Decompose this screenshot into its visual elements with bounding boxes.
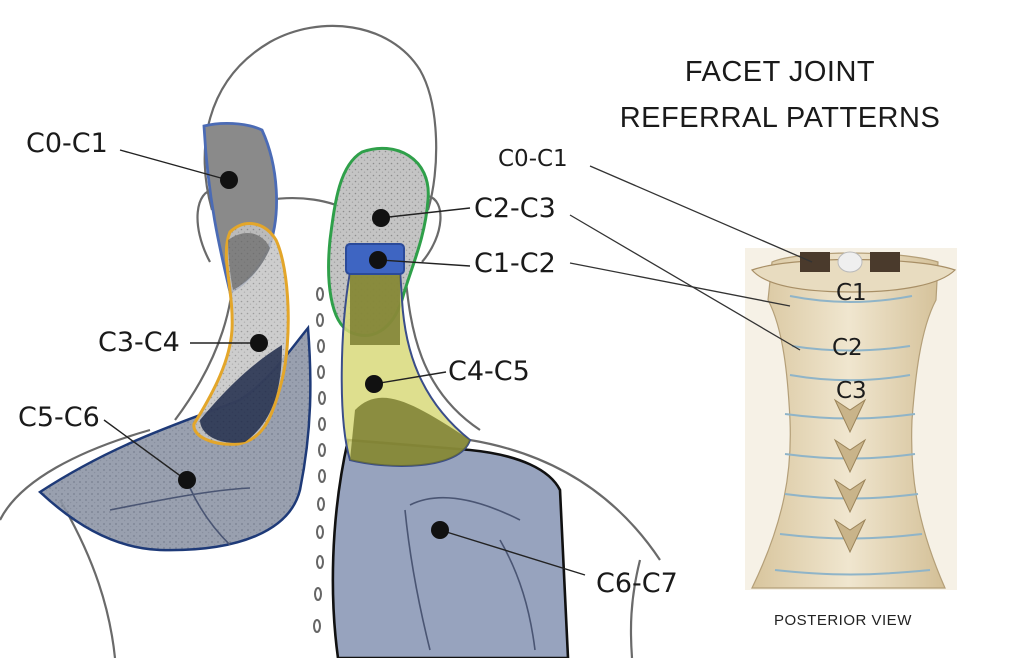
dot-c2-c3 [372,209,390,227]
spinous-processes [833,398,867,554]
dot-c6-c7 [431,521,449,539]
posterior-view-caption: POSTERIOR VIEW [774,612,912,629]
label-c3-c4: C3-C4 [98,327,180,358]
region-c6-c7 [331,438,570,660]
atlas-shadow-right [870,252,900,272]
dot-c0-c1 [220,171,238,189]
dot-c1-c2 [369,251,387,269]
dot-c5-c6 [178,471,196,489]
dens [837,251,863,273]
spine-marks [313,287,326,633]
body-leaders [103,149,586,576]
title-line-1: FACET JOINT [684,56,876,88]
spine-label-c0-c1: C0-C1 [498,146,568,172]
atlas-shadow-left [800,252,830,272]
region-c4-c5-overlap [350,272,470,466]
body-dots [178,171,449,539]
spine-label-c1: C1 [836,280,867,306]
right-ear [421,194,442,263]
label-c0-c1: C0-C1 [26,128,108,159]
neck-right-contour [403,269,481,431]
right-arm-line [629,559,642,659]
label-c2-c3: C2-C3 [474,193,556,224]
left-arm-line [59,499,117,659]
region-c0-c1-overlap [228,233,270,290]
label-c5-c6: C5-C6 [18,402,100,433]
label-c1-c2: C1-C2 [474,248,556,279]
region-c3-c4-dark-overlap [200,345,282,443]
right-shoulder-line [469,438,661,561]
label-c4-c5: C4-C5 [448,356,530,387]
dot-c4-c5 [365,375,383,393]
spine-label-c2: C2 [832,335,863,361]
spine-leaders [569,165,813,351]
spine-label-c3: C3 [836,378,867,404]
dot-c3-c4 [250,334,268,352]
left-shoulder-line [0,428,151,521]
title-line-2: REFERRAL PATTERNS [619,102,941,134]
muscle-lines [109,487,536,651]
spine-illustration [745,248,957,590]
label-c6-c7: C6-C7 [596,568,678,599]
